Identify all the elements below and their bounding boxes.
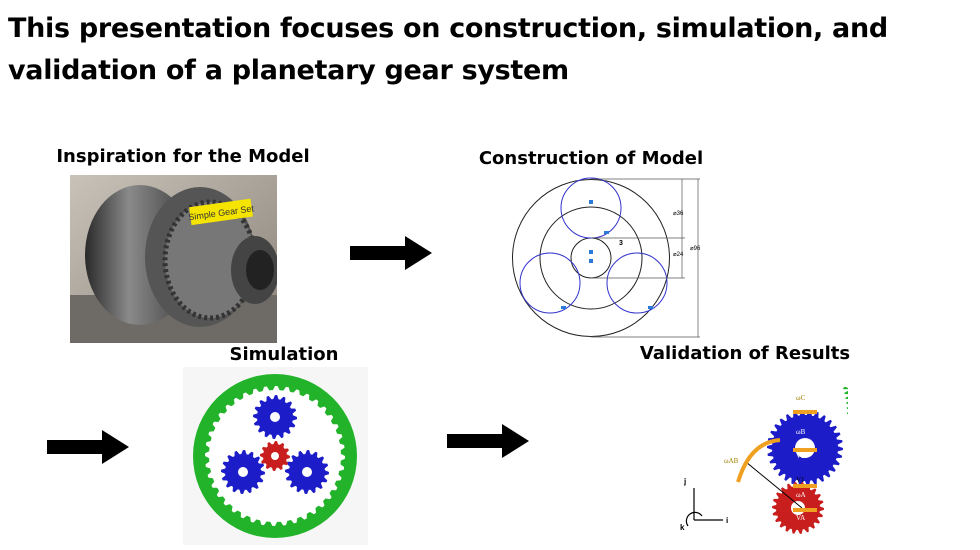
inspiration-label: Inspiration for the Model — [56, 146, 310, 167]
ring-circle — [512, 179, 670, 337]
dim-gap: 3 — [619, 240, 623, 247]
dim-planet: ⌀36 — [673, 211, 684, 217]
omega-b: ωB — [796, 428, 806, 436]
simulation-label: Simulation — [229, 344, 339, 365]
right-arrow-2 — [47, 430, 129, 464]
omega-ab: ωAB — [724, 457, 739, 465]
construction-sketch: ⌀36 ⌀24 ⌀96 3 — [512, 177, 701, 338]
sun-circle — [570, 237, 612, 279]
construction-label: Construction of Model — [478, 148, 704, 169]
omega-c: ωC — [796, 394, 806, 402]
simulation-image — [183, 367, 368, 545]
gear-set-photo: Simple Gear Set — [70, 175, 277, 343]
planet-circle-top — [560, 177, 622, 239]
planet-circle-right — [606, 252, 668, 314]
va: VA — [796, 514, 805, 522]
validation-image: ωC V2 ωB VB ωAB V1 ωA VA j i k — [668, 370, 852, 534]
dim-sun: ⌀24 — [673, 252, 684, 258]
validation-label: Validation of Results — [639, 343, 851, 364]
pitch-circle — [539, 206, 643, 310]
dim-ring: ⌀96 — [690, 246, 701, 252]
vb: VB — [796, 452, 806, 460]
axis-i: i — [726, 516, 728, 525]
planet-circle-left — [519, 252, 581, 314]
slide-title: This presentation focuses on constructio… — [8, 13, 888, 86]
omega-a: ωA — [796, 491, 806, 499]
axis-k: k — [680, 523, 685, 532]
v2: V2 — [796, 404, 805, 412]
right-arrow-1 — [350, 236, 432, 270]
right-arrow-3 — [447, 424, 529, 458]
v1: V1 — [796, 476, 805, 484]
axis-j: j — [683, 477, 686, 486]
